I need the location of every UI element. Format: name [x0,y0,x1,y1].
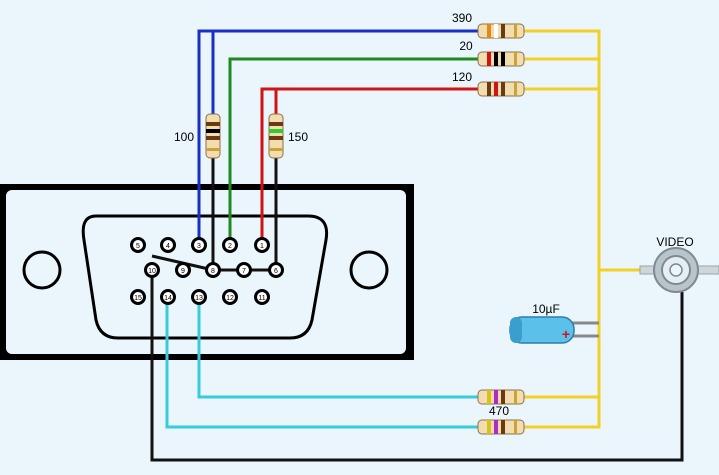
pin: 15 [130,289,146,305]
wire-red [260,87,478,245]
resistor-150-label: 150 [288,130,308,144]
pin: 7 [236,262,252,278]
mounting-hole-right [349,250,389,290]
resistor-20: 20 [459,39,525,67]
pin: 13 [191,289,207,305]
svg-text:13: 13 [195,295,203,302]
pin: 3 [191,237,207,253]
resistor-390-label: 390 [452,11,472,25]
resistor-100-label: 100 [174,130,194,144]
resistor-150: 150 [268,113,308,159]
resistor-470-b [477,419,525,435]
pin: 4 [160,237,176,253]
pin: 10 [144,262,160,278]
pin: 11 [254,289,270,305]
pin-row-bottom: 15 14 13 12 11 [130,289,270,305]
svg-text:8: 8 [211,268,215,275]
wire-blue [197,29,478,245]
resistor-100: 100 [174,113,221,159]
video-jack: VIDEO [639,235,719,293]
pin: 12 [222,289,238,305]
resistor-120: 120 [452,70,525,97]
mounting-hole-left [22,250,62,290]
resistor-20-label: 20 [459,39,473,53]
wire-black-ground [150,270,684,462]
svg-text:10: 10 [148,268,156,275]
video-jack-label: VIDEO [656,235,693,249]
svg-text:1: 1 [260,243,264,250]
svg-text:15: 15 [134,295,142,302]
resistor-390: 390 [452,11,525,39]
pin: 2 [222,237,238,253]
capacitor-polarity: + [562,326,570,342]
svg-text:2: 2 [228,243,232,250]
svg-text:9: 9 [181,268,185,275]
svg-text:3: 3 [197,243,201,250]
pin: 9 [175,262,191,278]
pin: 8 [205,262,221,278]
resistor-120-label: 120 [452,70,472,84]
pin: 14 [160,289,176,305]
svg-text:7: 7 [242,268,246,275]
svg-text:4: 4 [166,243,170,250]
svg-text:5: 5 [136,243,140,250]
pin-row-top: 5 4 3 2 1 [130,237,270,253]
capacitor-label: 10µF [532,302,560,316]
pin-row-middle: 10 9 8 7 6 [144,262,284,278]
pin: 6 [268,262,284,278]
resistor-470-label: 470 [489,404,509,418]
wire-yellow-bus [524,29,601,429]
pin: 5 [130,237,146,253]
wire-cyan-14 [165,297,478,429]
svg-text:12: 12 [226,295,234,302]
svg-text:14: 14 [164,295,172,302]
svg-text:11: 11 [258,295,265,302]
svg-text:6: 6 [274,268,278,275]
capacitor-10uf: + 10µF [509,302,575,344]
resistor-470-a [477,389,525,405]
wire-green [228,57,478,245]
wire-cyan-13 [197,297,478,399]
pin: 1 [254,237,270,253]
